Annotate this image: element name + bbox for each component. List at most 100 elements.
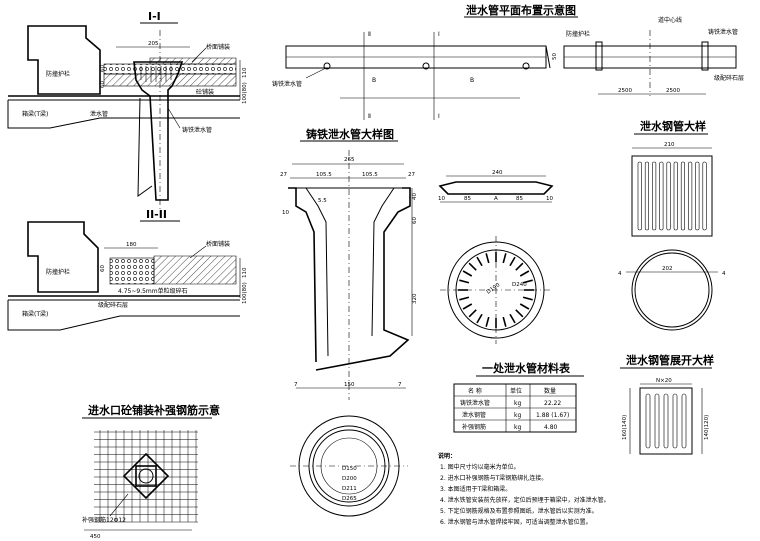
guardrail-shape-2 [27, 221, 99, 293]
plan-label-guardrail: 防撞护栏 [566, 30, 590, 38]
table-cell-0-0: 铸铁泄水管 [460, 399, 490, 407]
label-drain-pipe: 泄水管 [90, 110, 108, 118]
ci-dim-5-5: 5.5 [318, 198, 327, 204]
notes-title: 说明： [438, 452, 456, 460]
ci-label-d150: D150 [342, 466, 357, 472]
grate-slot [502, 316, 507, 327]
grate-slot [462, 270, 473, 277]
grate-slot [515, 262, 524, 271]
label-concrete: 砼铺装 [196, 88, 214, 96]
steel-slot [680, 161, 686, 231]
label-gravel: 4.75~9.5mm单粒级碎石 [118, 287, 188, 295]
grate-label-d240: D240 [512, 282, 527, 288]
rebar-title: 进水口砼铺装补强钢筋示意 [88, 403, 220, 417]
plan-mark-b2: B [470, 77, 474, 84]
grate-dim-240: 240 [492, 170, 503, 176]
unroll-dim-top: N×20 [656, 378, 672, 384]
grate-slot [459, 296, 470, 301]
grate-slot [509, 256, 516, 267]
cast-iron-detail: 铸铁泄水管大样图 265 27 105.5 105.5 27 5.5 10 40… [280, 127, 418, 517]
grate-label-d190: D190 [486, 282, 502, 296]
table-cell-2-2: 4.80 [544, 424, 558, 431]
table-cell-2-0: 补强钢筋 [462, 423, 486, 431]
plan-title: 泄水管平面布置示意图 [466, 3, 576, 17]
unroll-slot [681, 393, 687, 449]
label-deck-2: 桥面铺装 [206, 240, 230, 248]
unroll-slot [672, 393, 678, 449]
unroll-slot [663, 393, 669, 449]
grate-slot [522, 296, 533, 301]
dim-100-80b: 100(80) [242, 282, 248, 304]
table-header-name: 名 称 [468, 387, 482, 395]
gravel-block [109, 257, 155, 285]
ci-dim-27b: 27 [408, 172, 415, 178]
material-table: 一处泄水管材料表 名 称 单位 数量 铸铁泄水管 kg 22.22 泄水钢管 k… [453, 361, 584, 433]
unroll-dim-right: 140(120) [704, 415, 710, 440]
ci-dim-105b: 105.5 [362, 172, 378, 178]
rebar-diamond [122, 452, 170, 500]
plan-mark-b1: B [372, 77, 376, 84]
table-cell-1-1: kg [514, 412, 521, 419]
steel-slot [666, 161, 671, 231]
steel-pipe-title: 泄水钢管大样 [640, 119, 706, 133]
grate-slot [502, 253, 507, 264]
funnel-body [133, 61, 184, 201]
dim-205: 205 [148, 41, 159, 47]
steel-ring-outer [631, 249, 713, 331]
dim-110: 110 [242, 67, 248, 78]
note-5: 5. 下定位钢筋规格及布置参照图纸，泄水管后以实测为准。 [440, 507, 598, 515]
ci-dim-7a: 7 [294, 382, 298, 388]
ci-dim-40: 40 [412, 193, 418, 200]
table-cell-0-1: kg [514, 400, 521, 407]
grate-slot [519, 303, 530, 310]
table-header-unit: 单位 [510, 387, 522, 395]
section-1: I-I 防撞护栏 箱梁(T梁) 205 60 60 110 100(80) 桥面… [7, 10, 248, 210]
gravel-layer [103, 63, 237, 75]
grate-slot [476, 313, 483, 324]
table-header-qty: 数量 [544, 387, 556, 395]
unroll-dim-left: 160(140) [622, 415, 628, 440]
grate-slot [459, 279, 470, 284]
label-deck-1: 桥面铺装 [206, 43, 230, 51]
grate-dim-10a: 10 [438, 196, 445, 202]
grate-slot [509, 313, 516, 324]
note-2: 2. 进水口补强钢筋与T梁钢筋绑扎连接。 [440, 474, 547, 482]
ci-dim-60: 60 [412, 217, 418, 224]
dim-180: 180 [126, 242, 137, 248]
unroll-slot [654, 393, 660, 449]
plan-view: 泄水管平面布置示意图 50 Ⅱ Ⅰ Ⅱ Ⅰ B B 铸铁泄水管 防撞护栏 道中心… [272, 3, 744, 120]
steel-slot [688, 161, 693, 231]
steel-slot [695, 161, 700, 231]
unroll-rect [639, 387, 693, 455]
concrete-layer [103, 73, 237, 87]
table-cell-0-2: 22.22 [544, 400, 561, 407]
steel-slot [702, 161, 707, 231]
grate-dim-85a: 85 [464, 196, 471, 202]
plan-pipe-2 [422, 62, 430, 70]
grate-slot [522, 279, 533, 284]
unroll-slot [645, 393, 651, 449]
guardrail-shape [27, 25, 101, 95]
ci-label-d265: D265 [342, 496, 357, 502]
ci-dim-7b: 7 [398, 382, 402, 388]
note-4: 4. 泄水铁管安装前先放样，定位后预埋于箱梁中，对准泄水管。 [440, 496, 610, 504]
sp-dim-4b: 4 [722, 271, 726, 277]
ci-dim-10: 10 [282, 210, 289, 216]
notes: 说明： 1. 图中尺寸均以毫米为单位。 2. 进水口补强钢筋与T梁钢筋绑扎连接。… [438, 452, 610, 526]
plan-post-1 [595, 41, 603, 71]
ci-dim-320: 320 [412, 293, 418, 304]
grate-slot [468, 309, 477, 318]
steel-slot [637, 161, 642, 231]
grate-slots [458, 252, 534, 328]
dim-60b: 60 [100, 81, 106, 88]
label-asphalt: 级配碎石层 [98, 301, 128, 309]
dim-100-80: 100(80) [242, 82, 248, 104]
dim-60a: 60 [100, 65, 106, 72]
steel-ring-inner [634, 252, 710, 328]
steel-slots [637, 161, 707, 231]
table-cell-1-2: 1.88 (1.67) [536, 412, 569, 419]
grate-slot [519, 270, 530, 277]
grate-detail: 240 10 85 A 85 10 D190 D240 [438, 170, 554, 344]
sp-dim-4a: 4 [618, 271, 622, 277]
